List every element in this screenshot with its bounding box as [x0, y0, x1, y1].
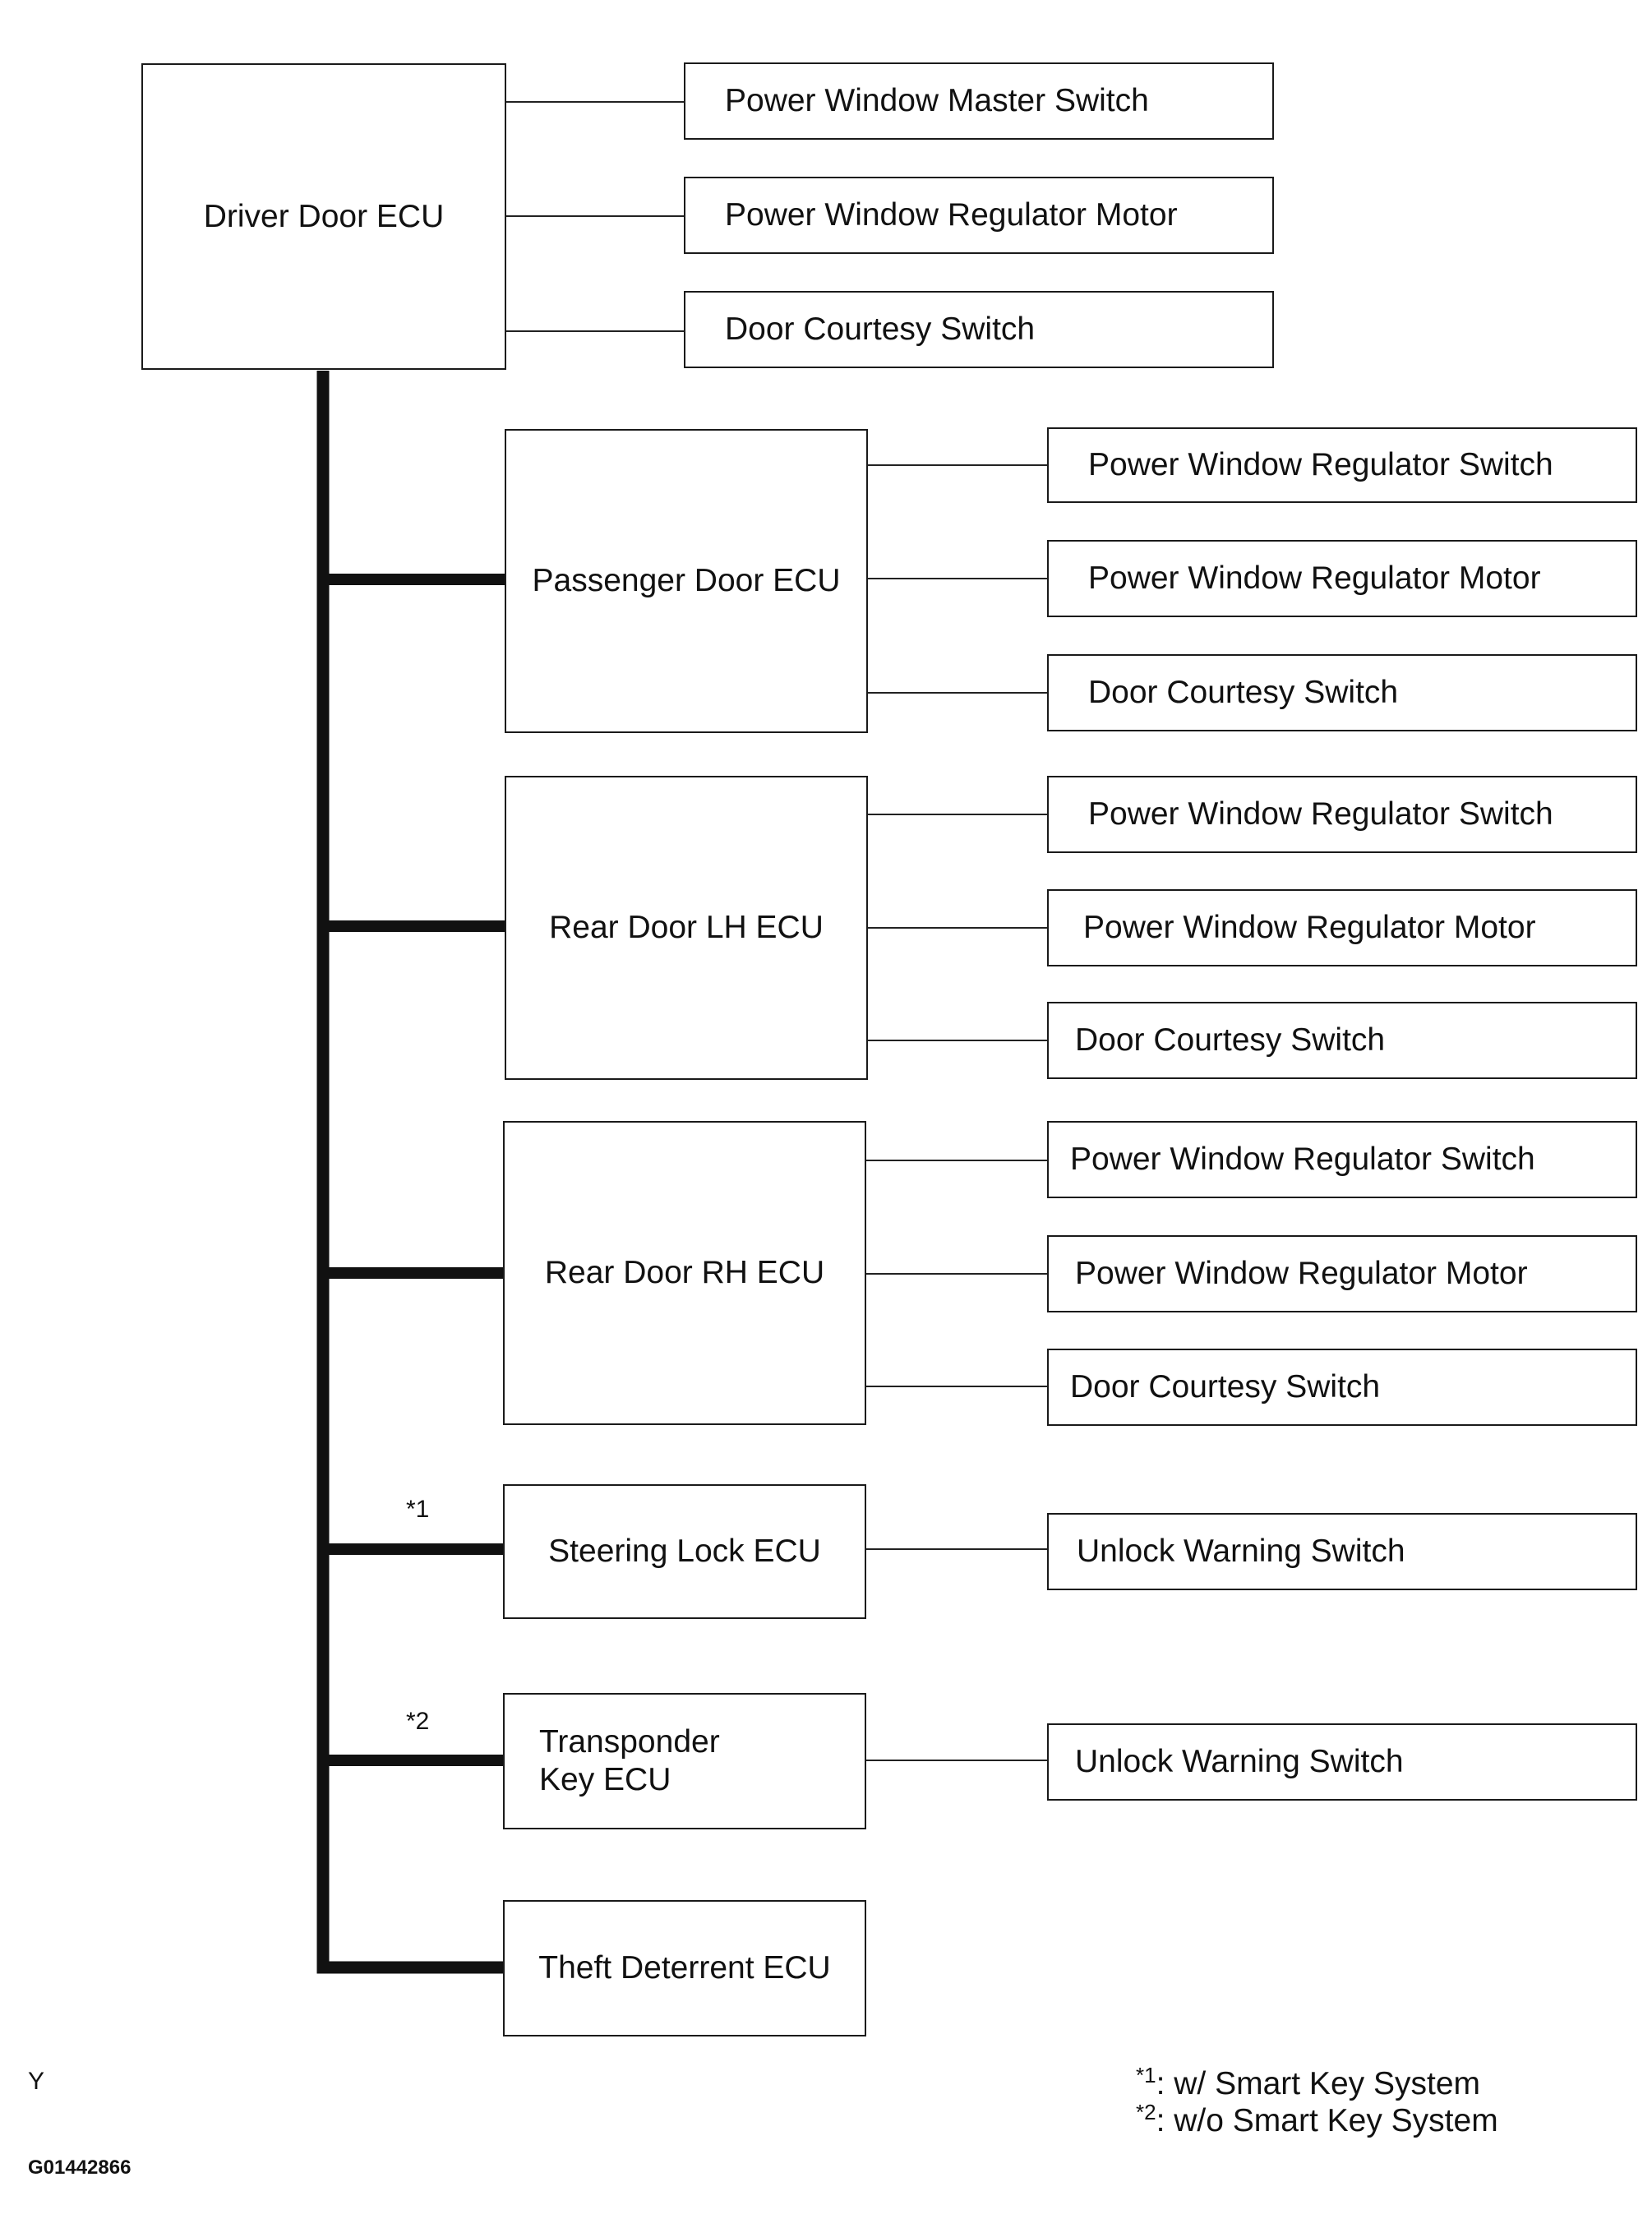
component-box: Power Window Regulator Motor	[1047, 540, 1637, 617]
component-label: Power Window Regulator Switch	[1088, 796, 1553, 832]
component-label: Power Window Regulator Motor	[725, 197, 1178, 233]
component-label: Power Window Regulator Motor	[1088, 560, 1541, 596]
steering-lock-ecu-label: Steering Lock ECU	[548, 1534, 821, 1569]
transponder-key-ecu-box: Transponder Key ECU	[503, 1693, 866, 1829]
component-label: Door Courtesy Switch	[1070, 1369, 1381, 1405]
footnote-mark-2: *2	[406, 1708, 430, 1735]
footnote-1-mark: *1	[1136, 2063, 1156, 2087]
component-label: Unlock Warning Switch	[1075, 1744, 1404, 1779]
component-box: Door Courtesy Switch	[684, 291, 1274, 368]
footnote-mark-1: *1	[406, 1496, 430, 1523]
component-box: Power Window Regulator Switch	[1047, 1121, 1637, 1198]
component-label: Power Window Regulator Motor	[1083, 910, 1536, 945]
component-box: Door Courtesy Switch	[1047, 1349, 1637, 1426]
component-box: Power Window Master Switch	[684, 62, 1274, 140]
component-box: Power Window Regulator Motor	[1047, 1235, 1637, 1312]
driver-door-ecu-label: Driver Door ECU	[203, 198, 445, 234]
footnote-1-text: : w/ Smart Key System	[1156, 2066, 1480, 2101]
component-label: Door Courtesy Switch	[725, 311, 1036, 347]
passenger-door-ecu-label: Passenger Door ECU	[532, 563, 841, 598]
component-box: Power Window Regulator Switch	[1047, 427, 1637, 503]
footnote-2-mark: *2	[1136, 2100, 1156, 2124]
figure-id: G01442866	[28, 2156, 132, 2179]
footnote-1: *1: w/ Smart Key System	[1136, 2063, 1480, 2102]
component-label: Power Window Regulator Switch	[1070, 1142, 1535, 1177]
component-label: Door Courtesy Switch	[1075, 1022, 1386, 1058]
component-box: Door Courtesy Switch	[1047, 1002, 1637, 1079]
component-box: Unlock Warning Switch	[1047, 1513, 1637, 1590]
rear-door-lh-ecu-box: Rear Door LH ECU	[505, 776, 868, 1080]
rear-door-rh-ecu-label: Rear Door RH ECU	[544, 1255, 825, 1290]
main-bus-line	[316, 371, 503, 1974]
rear-door-rh-ecu-box: Rear Door RH ECU	[503, 1121, 866, 1425]
component-label: Power Window Master Switch	[725, 83, 1149, 118]
rear-door-lh-ecu-label: Rear Door LH ECU	[549, 910, 824, 945]
component-box: Power Window Regulator Motor	[1047, 889, 1637, 966]
component-label: Power Window Regulator Switch	[1088, 447, 1553, 482]
passenger-door-ecu-box: Passenger Door ECU	[505, 429, 868, 733]
component-label: Power Window Regulator Motor	[1075, 1256, 1528, 1291]
transponder-key-ecu-label: Transponder Key ECU	[539, 1724, 720, 1797]
component-box: Door Courtesy Switch	[1047, 654, 1637, 731]
component-label: Unlock Warning Switch	[1077, 1534, 1405, 1569]
theft-deterrent-ecu-box: Theft Deterrent ECU	[503, 1900, 866, 2036]
corner-letter: Y	[28, 2068, 45, 2095]
component-box: Unlock Warning Switch	[1047, 1723, 1637, 1801]
component-label: Door Courtesy Switch	[1088, 675, 1399, 710]
steering-lock-ecu-box: Steering Lock ECU	[503, 1484, 866, 1619]
component-box: Power Window Regulator Switch	[1047, 776, 1637, 853]
component-box: Power Window Regulator Motor	[684, 177, 1274, 254]
driver-door-ecu-box: Driver Door ECU	[141, 63, 506, 370]
theft-deterrent-ecu-label: Theft Deterrent ECU	[538, 1950, 831, 1986]
footnote-2-text: : w/o Smart Key System	[1156, 2103, 1498, 2138]
footnote-2: *2: w/o Smart Key System	[1136, 2100, 1498, 2139]
